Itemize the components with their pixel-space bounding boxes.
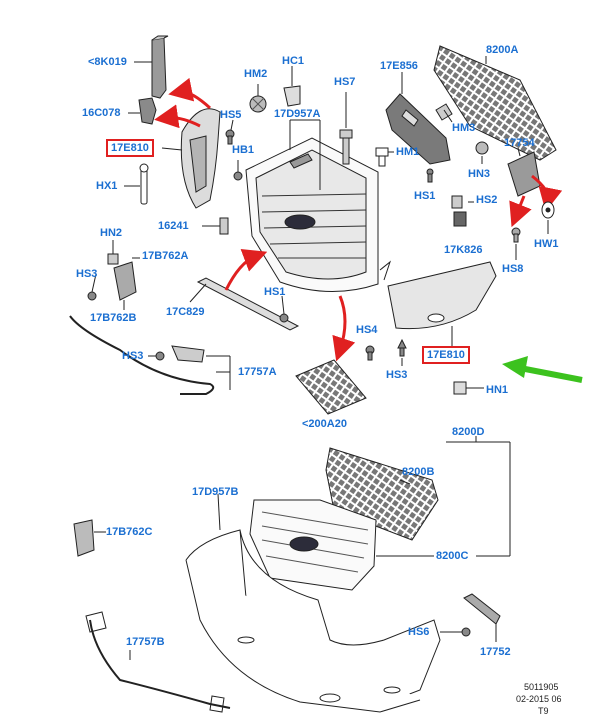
label-hb1: HB1 (232, 144, 255, 156)
label-17e810-right: 17E810 (422, 346, 470, 364)
wire-17757a (69, 315, 215, 395)
label-17e810-left: 17E810 (106, 139, 154, 157)
screw-hs1-top (426, 168, 434, 183)
label-hs1-mid: HS1 (264, 286, 286, 298)
bracket-17e856 (385, 93, 451, 165)
label-hs7: HS7 (334, 76, 356, 88)
nut-hn2 (107, 253, 119, 265)
label-17k826: 17K826 (444, 244, 483, 256)
label-17752: 17752 (480, 646, 511, 658)
label-hs3-bottom: HS3 (122, 350, 144, 362)
label-hs4: HS4 (356, 324, 378, 336)
label-200a20: <200A20 (302, 418, 347, 430)
label-hs1-top: HS1 (414, 190, 436, 202)
bracket-17b762a (113, 261, 137, 301)
clip-hm1 (375, 147, 389, 167)
label-hn3: HN3 (468, 168, 491, 180)
screw-hs3-bottom (155, 351, 165, 361)
grille-17d957a (245, 137, 392, 293)
label-17b762c: 17B762C (106, 526, 153, 538)
label-hm1: HM1 (396, 146, 420, 158)
label-hn1: HN1 (486, 384, 509, 396)
bumper-17d957b (185, 529, 441, 713)
label-16241: 16241 (158, 220, 189, 232)
upper-grille-8200a (433, 45, 557, 161)
bracket-17b762c (73, 519, 95, 557)
label-hn2: HN2 (100, 227, 123, 239)
label-17757b: 17757B (126, 636, 165, 648)
label-17b762a: 17B762A (142, 250, 189, 262)
clip-hs2 (451, 195, 463, 209)
clip-hc1 (283, 85, 301, 107)
footer-date: 02-2015 06 (516, 694, 562, 704)
label-hs6: HS6 (408, 626, 430, 638)
clip-hn1 (453, 381, 467, 395)
label-17754: 17754 (504, 137, 535, 149)
badge-16241 (219, 217, 229, 235)
clip-hm2 (249, 95, 267, 113)
clip-17k826 (453, 211, 467, 227)
label-17e856: 17E856 (380, 60, 418, 72)
label-hm3: HM3 (452, 122, 476, 134)
footer-code: T9 (538, 706, 549, 716)
label-17d957a: 17D957A (274, 108, 321, 120)
label-17d957b: 17D957B (192, 486, 239, 498)
pin-hx1 (139, 163, 149, 205)
wire-17757b (85, 611, 231, 713)
footer-ref: 5011905 (524, 682, 559, 692)
label-hs5: HS5 (220, 109, 242, 121)
label-8k019: <8K019 (88, 56, 127, 68)
label-hm2: HM2 (244, 68, 268, 80)
screw-hs1-mid (279, 313, 289, 323)
label-hc1: HC1 (282, 55, 305, 67)
screw-hs5 (225, 129, 235, 145)
bracket-17752 (463, 593, 501, 625)
label-hs2: HS2 (476, 194, 498, 206)
label-hs3-left: HS3 (76, 268, 98, 280)
bolt-hb1 (233, 171, 243, 181)
label-17757a: 17757A (238, 366, 277, 378)
label-8200d: 8200D (452, 426, 485, 438)
label-17b762b: 17B762B (90, 312, 137, 324)
strip-17c829 (196, 277, 300, 331)
washer-hw1 (541, 201, 555, 219)
bracket-17754 (507, 151, 541, 197)
label-hs3-mid: HS3 (386, 369, 408, 381)
bumper-lower-17e810-right (387, 261, 497, 330)
screw-hs4 (365, 345, 375, 361)
label-17c829: 17C829 (166, 306, 205, 318)
label-8200c: 8200C (436, 550, 469, 562)
screw-hs6 (461, 627, 471, 637)
clip-16c078 (138, 97, 157, 125)
bracket-8k019 (151, 35, 169, 99)
nut-hn3 (475, 141, 489, 155)
label-hw1: HW1 (534, 238, 559, 250)
insert-200a20 (295, 359, 367, 415)
screw-hs3-mid (397, 338, 407, 357)
label-8200a: 8200A (486, 44, 519, 56)
side-panel-17e810-left (180, 108, 221, 209)
label-8200b: 8200B (402, 466, 435, 478)
label-hs8: HS8 (502, 263, 524, 275)
bolt-hs7 (339, 129, 353, 165)
screw-hs3-left (87, 291, 97, 301)
screw-hs8 (511, 227, 521, 243)
grille-8200c (249, 499, 377, 591)
label-16c078: 16C078 (82, 107, 121, 119)
label-hx1: HX1 (96, 180, 118, 192)
